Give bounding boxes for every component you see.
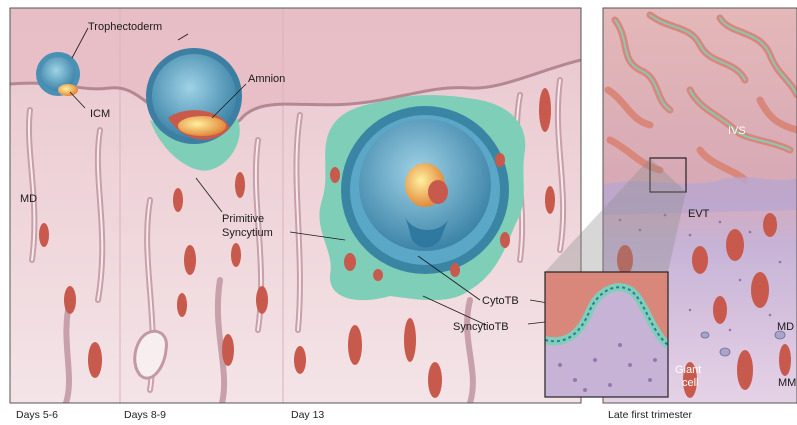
label-giant: Giant	[675, 364, 701, 376]
inset-magnified	[545, 272, 668, 397]
label-primitive: Primitive	[222, 213, 264, 225]
caption-late-first-trimester: Late first trimester	[608, 409, 693, 421]
label-syncytium: Syncytium	[222, 227, 273, 239]
caption-days-8-9: Days 8-9	[124, 409, 166, 421]
label-md-left: MD	[20, 193, 37, 205]
label-mm: MM	[778, 377, 796, 389]
blastocyst-day5	[36, 52, 80, 96]
main-panel: Trophectoderm ICM Amnion MD Primitive Sy…	[10, 8, 581, 403]
label-trophectoderm: Trophectoderm	[88, 21, 162, 33]
label-cytotb: CytoTB	[482, 295, 519, 307]
label-md-right: MD	[777, 321, 794, 333]
label-amnion: Amnion	[248, 73, 285, 85]
label-syncytiotb: SyncytioTB	[453, 321, 509, 333]
label-ivs: IVS	[728, 125, 746, 137]
caption-days-5-6: Days 5-6	[16, 409, 58, 421]
label-cell: cell	[682, 377, 699, 389]
label-evt: EVT	[688, 208, 710, 220]
label-icm: ICM	[90, 108, 110, 120]
caption-day-13: Day 13	[291, 409, 324, 421]
